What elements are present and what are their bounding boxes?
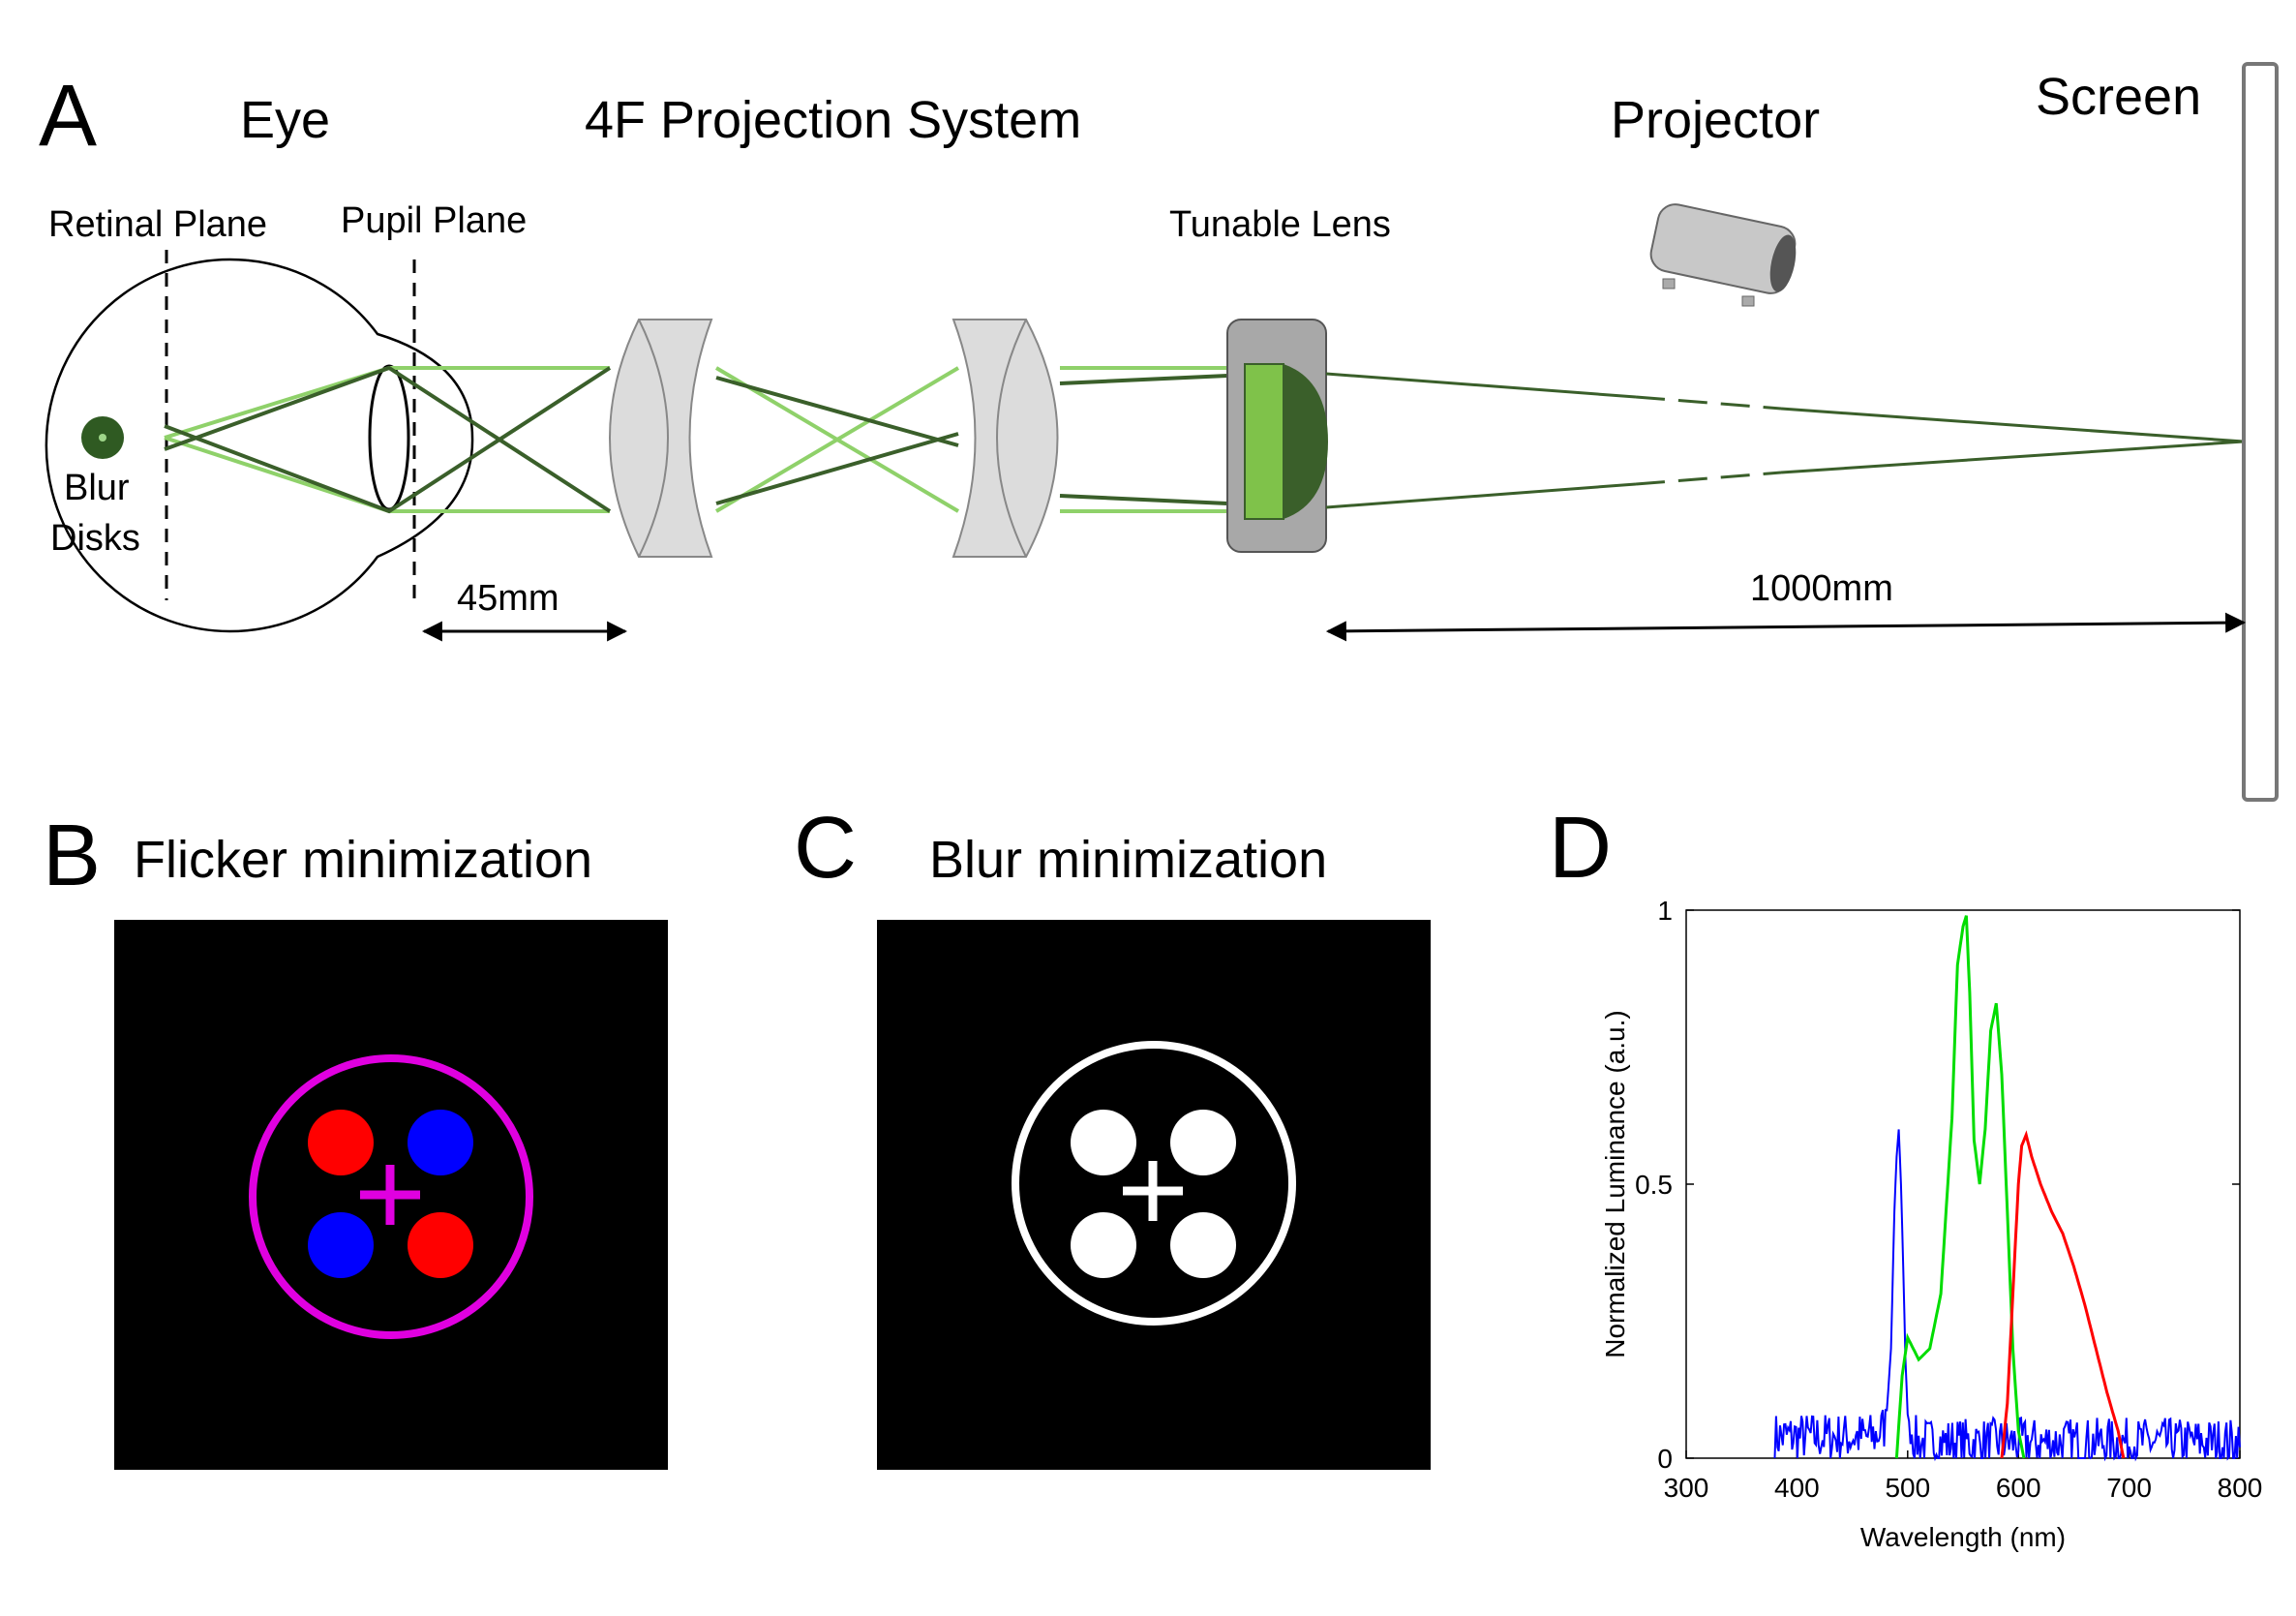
projector-title: Projector xyxy=(1611,91,1820,149)
blur-disks-label-2: Disks xyxy=(50,518,140,559)
chart-x-tick-label: 500 xyxy=(1885,1473,1930,1503)
chart-x-label: Wavelength (nm) xyxy=(1860,1522,2066,1552)
stimulus-b-blue-disk-top-right xyxy=(408,1110,473,1175)
chart-y-label: Normalized Luminance (a.u.) xyxy=(1600,1010,1630,1358)
blur-disks-label-1: Blur xyxy=(64,468,130,508)
chart-x-tick-label: 800 xyxy=(2218,1473,2263,1503)
panel-d: D 300 400 500 600 700 800 0 0.5 1 Wavelength (nm… xyxy=(1549,800,2262,1552)
chart-x-tick-label: 600 xyxy=(1996,1473,2041,1503)
chart-x-tick-label: 700 xyxy=(2106,1473,2152,1503)
distance-1000mm-arrow xyxy=(1325,612,2247,642)
retinal-plane-label: Retinal Plane xyxy=(48,204,267,245)
chart-y-tick-label: 1 xyxy=(1657,896,1673,926)
pupil-plane-label: Pupil Plane xyxy=(341,200,527,241)
chart-y-tick-label: 0 xyxy=(1657,1444,1673,1474)
stimulus-c-disk-bottom-left xyxy=(1071,1212,1136,1278)
lens-2-icon xyxy=(952,319,1059,558)
panel-c-letter: C xyxy=(794,800,857,897)
system-title: 4F Projection System xyxy=(585,91,1081,149)
screen-title: Screen xyxy=(2036,68,2201,126)
stimulus-b-red-disk-top-left xyxy=(308,1110,374,1175)
projector-icon xyxy=(1649,203,1797,307)
panel-a-letter: A xyxy=(39,68,97,165)
chart-x-tick-label: 400 xyxy=(1774,1473,1820,1503)
stimulus-c-ring xyxy=(1012,1041,1296,1326)
panel-a: A Eye 4F Projection System Projector Scr… xyxy=(39,62,2279,802)
panel-b-letter: B xyxy=(43,808,101,904)
distance-1000mm-label: 1000mm xyxy=(1750,568,1893,609)
tunable-lens-icon xyxy=(1226,319,1328,553)
panel-c-title: Blur minimization xyxy=(929,831,1327,889)
distance-45mm-label: 45mm xyxy=(457,578,559,619)
stimulus-b-ring xyxy=(249,1054,533,1339)
panel-c: C Blur minimization xyxy=(794,800,1431,1470)
stimulus-c-disk-bottom-right xyxy=(1170,1212,1236,1278)
light-rays xyxy=(164,365,1228,514)
stimulus-c-disk-top-left xyxy=(1071,1110,1136,1175)
tunable-lens-label: Tunable Lens xyxy=(1169,204,1391,245)
chart-ticks: 300 400 500 600 700 800 0 0.5 1 xyxy=(1635,896,2262,1503)
stimulus-b-blue-disk-bottom-left xyxy=(308,1212,374,1278)
chart-series xyxy=(1773,915,2241,1462)
blur-disk-icon xyxy=(81,416,124,459)
chart-x-tick-label: 300 xyxy=(1664,1473,1709,1503)
stimulus-c-cross-icon xyxy=(1123,1161,1183,1221)
chart-frame xyxy=(1685,909,2241,1459)
chart-y-tick-label: 0.5 xyxy=(1635,1170,1673,1200)
eye-title: Eye xyxy=(240,91,330,149)
screen-icon xyxy=(2242,62,2279,802)
panel-b-title: Flicker minimization xyxy=(134,831,592,889)
lens-1-icon xyxy=(609,319,713,558)
chart-series-line-0 xyxy=(1773,1129,2241,1462)
stimulus-b-red-disk-bottom-right xyxy=(408,1212,473,1278)
stimulus-c-disk-top-right xyxy=(1170,1110,1236,1175)
rays-to-screen xyxy=(1325,372,2245,509)
panel-b: B Flicker minimization xyxy=(43,808,668,1470)
chart-series-line-2 xyxy=(2000,1130,2126,1459)
stimulus-b-cross-icon xyxy=(360,1165,420,1225)
chart-series-line-1 xyxy=(1894,915,2026,1459)
panel-d-letter: D xyxy=(1549,800,1612,897)
